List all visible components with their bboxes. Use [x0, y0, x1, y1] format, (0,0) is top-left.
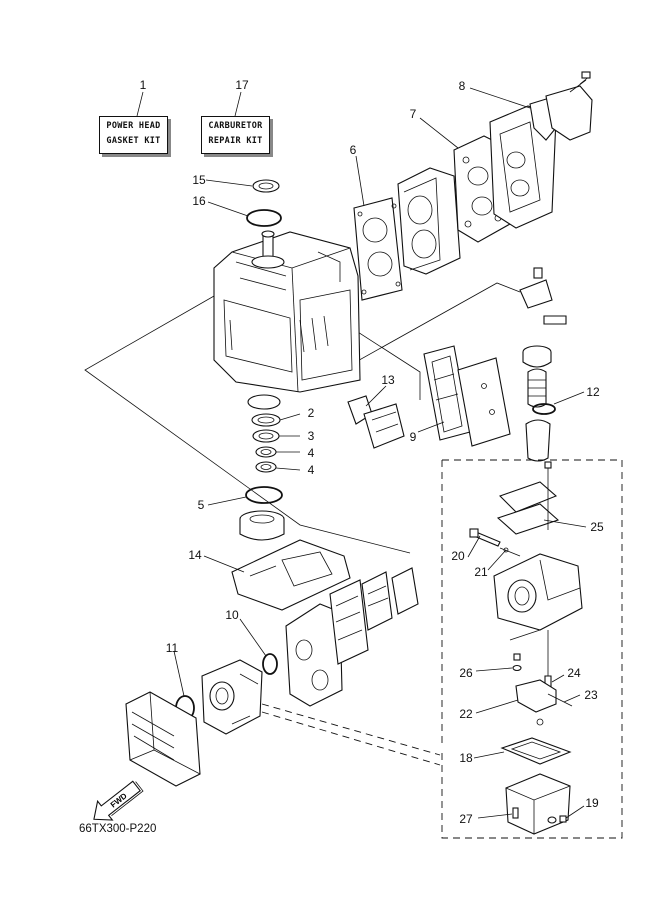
callout-12: 12	[586, 385, 600, 399]
callout-4a: 4	[307, 446, 315, 460]
callout-3: 3	[307, 429, 315, 443]
callout-7: 7	[409, 107, 417, 121]
callout-6: 6	[349, 143, 357, 157]
lower-seal-housing	[239, 510, 285, 541]
power-head-gasket-kit-line2: GASKET KIT	[106, 136, 161, 146]
float-chamber	[505, 773, 571, 835]
callout-1: 1	[139, 78, 147, 92]
oil-seal-3	[252, 429, 280, 443]
callout-23: 23	[584, 688, 598, 702]
callout-4b: 4	[307, 463, 315, 477]
cylinder-head-gasket	[353, 197, 403, 301]
top-cover-gasket-25	[496, 503, 560, 535]
callout-16: 16	[192, 194, 206, 208]
carburetor-repair-kit-box: CARBURETOR REPAIR KIT	[201, 116, 270, 154]
intake-manifold	[285, 603, 343, 707]
callout-13: 13	[381, 373, 395, 387]
callout-14: 14	[188, 548, 202, 562]
power-head-gasket-kit-line1: POWER HEAD	[106, 121, 161, 131]
o-ring-5	[245, 486, 283, 504]
intake-silencer	[125, 691, 201, 787]
exhaust-guide-gasket	[231, 539, 351, 611]
carburetor	[201, 659, 263, 735]
oil-seal-2	[251, 413, 281, 427]
callout-18: 18	[459, 751, 473, 765]
diagram-code: 66TX300-P220	[79, 823, 157, 835]
carburetor-repair-kit-line2: REPAIR KIT	[208, 136, 263, 146]
callout-22: 22	[459, 707, 473, 721]
plug-26	[513, 653, 521, 661]
bearing-4a	[255, 446, 277, 458]
thermostat-assembly	[519, 267, 567, 462]
exhaust-cover	[457, 357, 511, 447]
top-gasket	[498, 481, 558, 513]
callout-10: 10	[225, 608, 239, 622]
power-head-block	[213, 230, 361, 393]
o-ring-12	[532, 403, 556, 415]
carburetor-repair-kit-line1: CARBURETOR	[208, 121, 263, 131]
callout-20: 20	[451, 549, 465, 563]
callout-24: 24	[567, 666, 581, 680]
callout-26: 26	[459, 666, 473, 680]
bypass-cover	[347, 395, 405, 449]
callout-21: 21	[474, 565, 488, 579]
bearing-4b	[255, 461, 277, 473]
callout-9: 9	[409, 430, 417, 444]
callout-25: 25	[590, 520, 604, 534]
callout-17: 17	[235, 78, 249, 92]
callout-27: 27	[459, 812, 473, 826]
cylinder-head	[397, 167, 461, 275]
carburetor-body	[493, 553, 583, 631]
callout-5: 5	[197, 498, 205, 512]
reed-valves	[329, 567, 419, 665]
power-head-gasket-kit-box: POWER HEAD GASKET KIT	[99, 116, 168, 154]
o-ring-16	[246, 209, 282, 227]
float-chamber-gasket-18	[500, 737, 572, 765]
head-cover	[489, 105, 557, 229]
fwd-arrow-icon: FWD	[93, 780, 144, 821]
o-ring-10	[262, 653, 278, 675]
callout-19: 19	[585, 796, 599, 810]
oil-seal-15	[252, 179, 280, 193]
callout-11: 11	[165, 641, 179, 655]
callout-2: 2	[307, 406, 315, 420]
float-22	[515, 679, 557, 713]
thermostat-cover	[545, 85, 593, 141]
callout-8: 8	[458, 79, 466, 93]
callout-15: 15	[192, 173, 206, 187]
